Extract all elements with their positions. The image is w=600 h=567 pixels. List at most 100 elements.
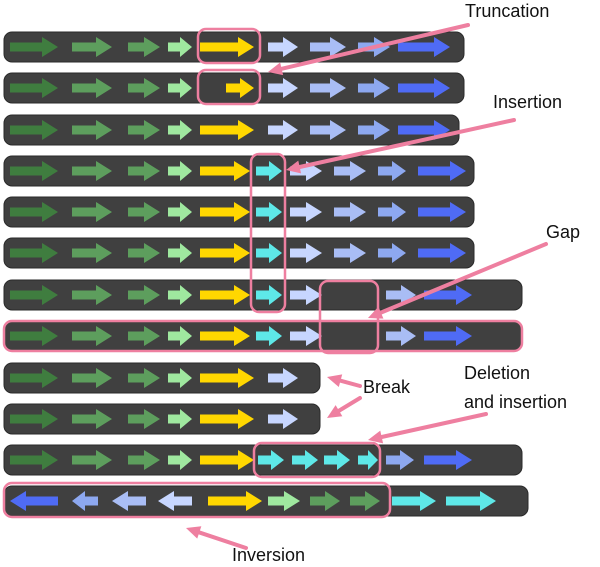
genome-track-11 — [3, 444, 523, 476]
gene-arrow — [200, 285, 250, 305]
gene-arrow — [168, 202, 192, 222]
gene-arrow — [168, 243, 192, 263]
gene-arrow — [386, 450, 414, 470]
gene-arrow — [350, 491, 380, 511]
gene-arrow — [378, 243, 406, 263]
gene-arrow — [72, 368, 112, 388]
deletion-insertion-callout — [368, 412, 488, 444]
gene-arrow — [378, 161, 406, 181]
genome-track-4 — [3, 155, 475, 187]
label-insertion: Insertion — [493, 92, 562, 112]
gene-arrow — [310, 120, 346, 140]
gene-arrow — [226, 78, 254, 98]
gene-arrow — [268, 409, 298, 429]
genome-track-10 — [3, 403, 321, 435]
gene-arrow — [128, 409, 160, 429]
callout-line — [379, 412, 488, 439]
insertion-box — [249, 152, 287, 314]
callout-arrowhead — [327, 405, 343, 418]
truncated-gene-box — [196, 68, 262, 106]
gene-arrow — [290, 285, 322, 305]
gene-arrow — [168, 285, 192, 305]
gene-arrow — [10, 78, 58, 98]
gene-arrow — [324, 450, 350, 470]
gene-arrow — [168, 409, 192, 429]
gene-arrow — [128, 37, 160, 57]
gene-arrow — [10, 37, 58, 57]
gene-arrow — [128, 326, 160, 346]
gene-arrow — [128, 450, 160, 470]
gene-arrow-reversed — [72, 491, 98, 511]
callout-line — [378, 242, 548, 315]
deletion-insertion-box — [252, 441, 382, 479]
gene-arrow — [128, 285, 160, 305]
gene-arrow — [256, 326, 282, 346]
genome-track-5 — [3, 196, 475, 228]
gene-arrow — [446, 491, 496, 511]
gene-arrow — [200, 243, 250, 263]
callout-arrowhead — [286, 160, 302, 174]
label-inversion: Inversion — [232, 545, 305, 565]
gene-arrow — [72, 243, 112, 263]
gene-arrow — [128, 120, 160, 140]
inversion-callout — [186, 526, 248, 550]
gene-arrow — [290, 161, 322, 181]
genome-track-12 — [3, 485, 529, 517]
gene-arrow — [10, 409, 58, 429]
label-deletion-line2: and insertion — [464, 392, 567, 412]
gene-arrow — [168, 37, 192, 57]
gene-arrow — [200, 409, 254, 429]
gene-arrow — [256, 243, 282, 263]
callout-line — [297, 118, 516, 170]
gene-arrow — [256, 202, 282, 222]
gene-arrow-reversed — [112, 491, 146, 511]
genome-track-7 — [3, 279, 523, 311]
gene-arrow — [72, 37, 112, 57]
label-gap: Gap — [546, 222, 580, 242]
gene-arrow — [10, 368, 58, 388]
gene-arrow — [256, 285, 282, 305]
genome-track-8 — [2, 319, 524, 353]
callout-arrowhead — [327, 374, 343, 387]
gene-arrow — [290, 202, 322, 222]
callout-arrowhead — [268, 62, 284, 76]
gene-arrow — [424, 285, 472, 305]
gap-callout — [368, 242, 548, 319]
callout-arrows — [186, 23, 548, 550]
callout-line — [336, 396, 362, 413]
gene-arrow — [378, 202, 406, 222]
callout-line — [338, 378, 362, 388]
gene-arrow — [168, 120, 192, 140]
gene-arrow — [200, 161, 250, 181]
break-callout-lower — [327, 396, 362, 418]
gene-arrow — [72, 161, 112, 181]
genome-track-1 — [3, 31, 465, 63]
gene-arrow — [334, 202, 366, 222]
gene-arrow — [310, 37, 346, 57]
gene-arrow — [128, 202, 160, 222]
gene-arrow — [200, 450, 254, 470]
gene-arrow — [258, 450, 284, 470]
gene-arrow — [128, 78, 160, 98]
callout-line — [197, 530, 248, 550]
gene-arrow — [268, 37, 298, 57]
gene-arrow — [72, 78, 112, 98]
gene-arrow — [386, 326, 416, 346]
gene-arrow — [398, 37, 450, 57]
gene-arrow — [208, 491, 262, 511]
gene-arrow — [200, 368, 254, 388]
gene-arrow — [200, 37, 254, 57]
gene-arrow — [310, 491, 340, 511]
gene-arrow — [200, 326, 250, 346]
gene-arrow — [268, 491, 300, 511]
gene-arrow — [358, 120, 390, 140]
callout-line — [279, 23, 470, 71]
label-truncation: Truncation — [465, 1, 549, 21]
gene-arrow — [10, 326, 58, 346]
gene-arrow — [72, 120, 112, 140]
gene-arrow — [168, 326, 192, 346]
gene-arrow — [392, 491, 436, 511]
gene-arrow — [418, 243, 466, 263]
gene-arrow — [128, 161, 160, 181]
